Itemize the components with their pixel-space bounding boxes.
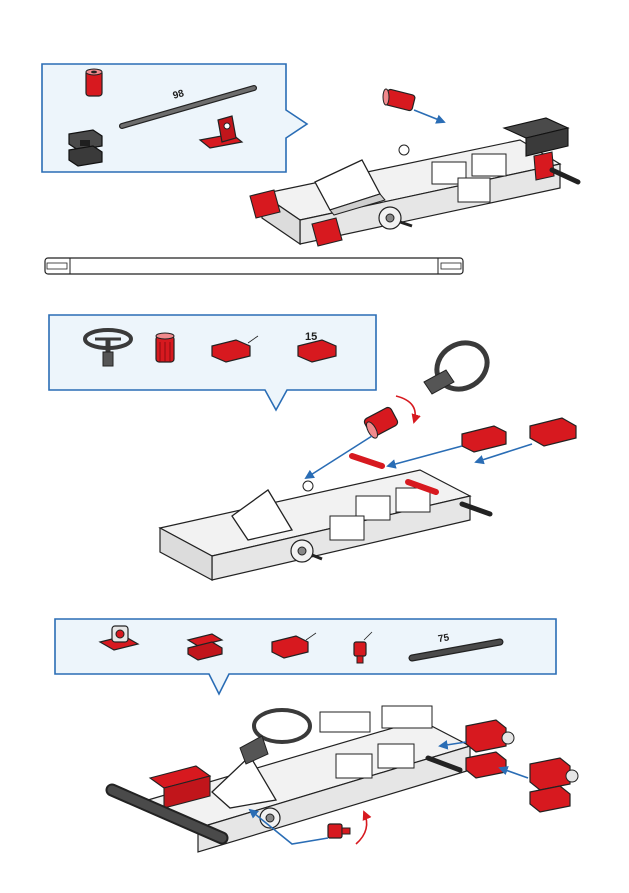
dark-building-block-icon [69, 130, 102, 166]
red-hub-nut-icon [156, 333, 174, 362]
red-peg-inserting [328, 824, 350, 838]
chassis-assembly-1 [250, 118, 578, 246]
step-3: 75 [55, 619, 578, 852]
chassis-assembly-3 [112, 706, 470, 852]
chassis-assembly-2 [160, 456, 490, 580]
steering-wheel-mount [424, 334, 496, 398]
red-hinge-inserting-a [466, 720, 514, 778]
red-block-inserting-b [530, 418, 576, 446]
rotate-arrow-3 [356, 812, 367, 844]
insert-arrow-2b [388, 446, 462, 466]
block-15-label: 15 [305, 331, 317, 343]
red-block-inserting-a [462, 426, 506, 452]
red-hub-nut-inserting [363, 406, 399, 440]
insert-arrow-3b [500, 768, 528, 778]
red-bushing-inserting [383, 89, 416, 111]
red-hinge-inserting-b [530, 758, 578, 812]
rotate-arrow-2 [396, 396, 415, 422]
parts-callout-3 [55, 619, 556, 694]
length-ruler [45, 258, 463, 274]
insert-arrow-1 [414, 110, 444, 122]
step-2: 15 [49, 315, 576, 580]
step-1: 98 [42, 64, 578, 246]
red-bushing-icon [86, 69, 102, 96]
